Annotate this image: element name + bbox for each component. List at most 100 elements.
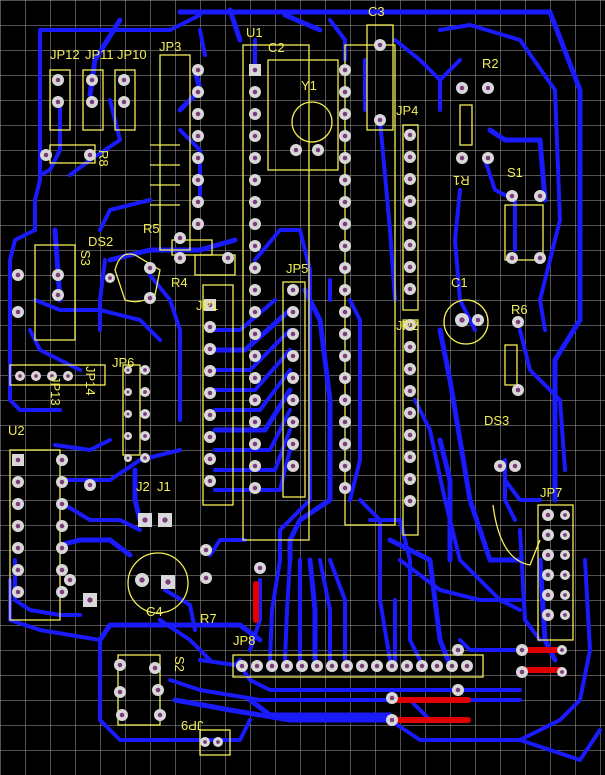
pad-hole xyxy=(407,286,413,292)
silk-circle xyxy=(443,299,489,345)
label-c2: C2 xyxy=(268,40,285,55)
pad-hole xyxy=(15,457,21,463)
trace-bottom xyxy=(213,298,277,332)
pad-hole xyxy=(15,589,21,595)
trace-bottom xyxy=(177,9,583,503)
trace-bottom xyxy=(213,328,292,372)
label-j2: J2 xyxy=(136,479,150,494)
trace-bottom xyxy=(213,348,292,392)
pad-hole xyxy=(126,456,130,460)
pad-hole xyxy=(407,476,413,482)
pad-hole xyxy=(299,663,305,669)
pad-hole xyxy=(342,243,348,249)
pad-hole xyxy=(407,264,413,270)
pad-hole xyxy=(89,77,95,83)
trace-bottom xyxy=(198,658,242,667)
pad-hole xyxy=(59,567,65,573)
pad-hole xyxy=(290,419,296,425)
trace-bottom xyxy=(213,428,292,472)
pad-hole xyxy=(207,478,213,484)
label-jp10: JP10 xyxy=(117,47,147,62)
pad-hole xyxy=(18,374,22,378)
silk-outline xyxy=(504,204,544,261)
trace-bottom xyxy=(358,498,392,662)
trace-bottom xyxy=(238,663,522,692)
trace-bottom xyxy=(98,638,252,742)
silk-outline xyxy=(159,54,191,251)
label-jp8: JP8 xyxy=(233,633,256,648)
pad-hole xyxy=(203,547,209,553)
pad-hole xyxy=(560,670,564,674)
trace-bottom xyxy=(208,538,247,557)
trace-bottom xyxy=(132,467,143,523)
pad-hole xyxy=(252,485,258,491)
silk-outline xyxy=(402,124,419,311)
pad-hole xyxy=(290,463,296,469)
pad-hole xyxy=(34,374,38,378)
silk-outline xyxy=(9,364,106,386)
silk-outline xyxy=(504,344,518,386)
trace-bottom xyxy=(248,578,262,652)
trace-bottom xyxy=(13,558,82,617)
silk-led-outline xyxy=(114,253,161,303)
label-y1: Y1 xyxy=(301,78,317,93)
pad-hole xyxy=(252,177,258,183)
label-jp9: JP9 xyxy=(181,718,204,733)
trace-bottom xyxy=(328,18,347,62)
pad-hole xyxy=(563,573,567,577)
pad-hole xyxy=(55,77,61,83)
pad-hole xyxy=(43,152,49,158)
pad-hole xyxy=(342,353,348,359)
pad-hole xyxy=(108,276,112,280)
trace-bottom xyxy=(227,7,243,43)
pad-hole xyxy=(290,353,296,359)
pad-hole xyxy=(407,388,413,394)
trace-bottom xyxy=(63,503,142,532)
trace-bottom xyxy=(148,273,182,422)
label-r8: R8 xyxy=(96,150,111,167)
pad-hole xyxy=(157,712,163,718)
pad-hole xyxy=(152,665,158,671)
trace-bottom xyxy=(328,558,347,662)
silk-outline xyxy=(9,449,61,621)
trace-bottom xyxy=(212,307,293,353)
pad-hole xyxy=(290,331,296,337)
pad-hole xyxy=(239,663,245,669)
label-jp1: JP1 xyxy=(196,298,219,313)
pad-hole xyxy=(195,89,201,95)
silk-outline xyxy=(282,281,306,498)
trace-bottom xyxy=(172,697,463,723)
pad-hole xyxy=(359,663,365,669)
pad-hole xyxy=(407,344,413,350)
pad-hole xyxy=(407,498,413,504)
pad-hole xyxy=(15,567,21,573)
pad-hole xyxy=(252,353,258,359)
pad-hole xyxy=(377,117,383,123)
pad-hole xyxy=(207,346,213,352)
pad-hole xyxy=(252,463,258,469)
label-r7: R7 xyxy=(200,611,217,626)
pad-hole xyxy=(252,265,258,271)
pad-hole xyxy=(207,434,213,440)
pad-hole xyxy=(117,689,123,695)
trace-bottom xyxy=(158,618,212,662)
pad-hole xyxy=(284,663,290,669)
trace-bottom xyxy=(393,38,442,82)
pad-hole xyxy=(87,597,93,603)
pad-hole xyxy=(290,397,296,403)
pad-hole xyxy=(55,292,61,298)
trace-bottom xyxy=(253,228,312,562)
pad-hole xyxy=(293,147,299,153)
pad-hole xyxy=(290,309,296,315)
label-jp7: JP7 xyxy=(540,485,563,500)
label-ds3: DS3 xyxy=(484,413,510,428)
label-ds2: DS2 xyxy=(88,234,114,249)
silk-outline xyxy=(537,504,574,641)
pad-hole xyxy=(449,663,455,669)
silk-outline xyxy=(242,44,310,541)
pad-hole xyxy=(563,533,567,537)
pad-hole xyxy=(545,532,551,538)
pad-hole xyxy=(342,309,348,315)
pad-hole xyxy=(59,589,65,595)
